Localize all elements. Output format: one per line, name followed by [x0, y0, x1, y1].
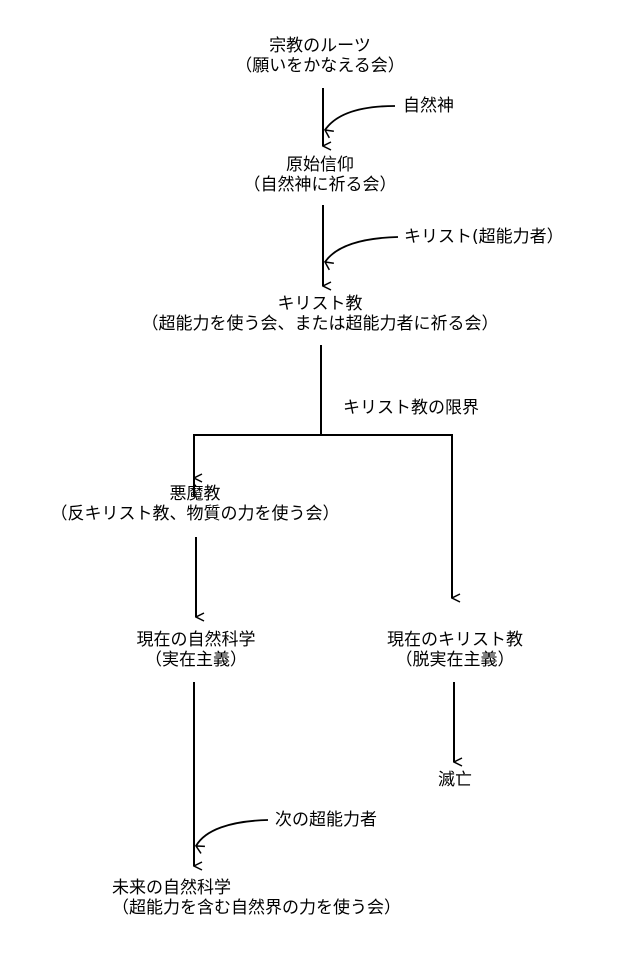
node-title: 現在のキリスト教 — [387, 630, 523, 650]
node-subtitle: （願いをかなえる会） — [235, 56, 405, 76]
node-primitive-faith: 原始信仰 （自然神に祈る会） — [170, 155, 470, 195]
node-title: 原始信仰 — [286, 155, 354, 175]
node-title: 宗教のルーツ — [269, 36, 371, 56]
branch-line — [193, 434, 453, 596]
node-christianity: キリスト教 （超能力を使う会、または超能力者に祈る会） — [60, 294, 580, 334]
node-extinction: 滅亡 — [400, 770, 510, 790]
node-title: 滅亡 — [438, 770, 472, 790]
arrow-christ-in — [325, 236, 399, 262]
input-christ: キリスト(超能力者） — [404, 227, 564, 247]
node-subtitle: （実在主義） — [145, 650, 247, 670]
node-religion-roots: 宗教のルーツ （願いをかなえる会） — [170, 36, 470, 76]
node-title: 悪魔教 — [169, 484, 221, 504]
node-current-natural-science: 現在の自然科学 （実在主義） — [96, 630, 296, 670]
node-subtitle: （脱実在主義） — [395, 650, 515, 670]
node-title: 現在の自然科学 — [136, 630, 256, 650]
node-current-christianity: 現在のキリスト教 （脱実在主義） — [350, 630, 560, 670]
input-nature-gods: 自然神 — [403, 96, 454, 116]
node-title: キリスト教 — [277, 294, 363, 314]
arrow-next-psychic-in — [196, 819, 269, 846]
node-subtitle: （反キリスト教、物質の力を使う会） — [50, 504, 340, 524]
node-satanism: 悪魔教 （反キリスト教、物質の力を使う会） — [40, 484, 350, 524]
edge-label-christianity-limit: キリスト教の限界 — [343, 398, 479, 418]
node-future-natural-science: 未来の自然科学 （超能力を含む自然界の力を使う会） — [112, 878, 452, 918]
node-subtitle: （超能力を使う会、または超能力者に祈る会） — [141, 314, 499, 334]
node-subtitle: （自然神に祈る会） — [243, 175, 397, 195]
input-next-psychic: 次の超能力者 — [275, 810, 377, 830]
node-title: 未来の自然科学 — [112, 878, 231, 898]
node-subtitle: （超能力を含む自然界の力を使う会） — [112, 898, 401, 918]
arrow-nature-gods-in — [325, 105, 396, 130]
